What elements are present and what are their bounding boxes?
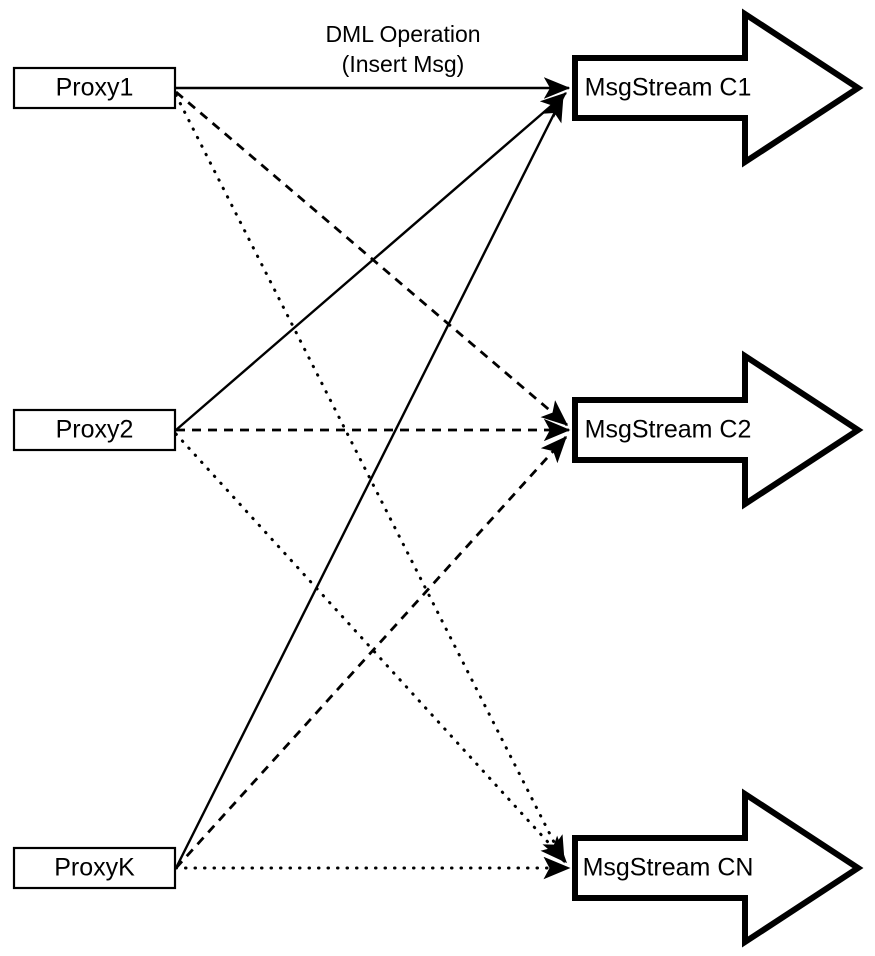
edges-layer xyxy=(174,77,571,880)
node-proxy2[interactable]: Proxy2 xyxy=(12,408,177,452)
target-nodes-layer: MsgStream C1 MsgStream C2 MsgStream CN xyxy=(572,8,864,948)
node-proxy1[interactable]: Proxy1 xyxy=(12,66,177,110)
node-c2-arrow-shape xyxy=(572,350,864,510)
node-proxyk-label: ProxyK xyxy=(54,854,135,882)
node-proxyk[interactable]: ProxyK xyxy=(12,846,177,890)
node-proxyk-box xyxy=(12,846,177,890)
edge-label-dml-operation: DML Operation (Insert Msg) xyxy=(325,21,480,77)
edge-proxy1-to-c2 xyxy=(175,90,569,427)
edge-label-line-1: DML Operation xyxy=(325,21,480,47)
node-c1-label: MsgStream C1 xyxy=(585,74,752,102)
node-proxy2-box xyxy=(12,408,177,452)
node-cn-arrow-shape xyxy=(572,788,864,948)
node-c1[interactable]: MsgStream C1 xyxy=(572,8,864,168)
node-proxy1-label: Proxy1 xyxy=(56,74,134,102)
edge-proxy2-to-cn xyxy=(174,432,568,864)
node-proxy2-label: Proxy2 xyxy=(56,416,134,444)
edge-label-line-2: (Insert Msg) xyxy=(342,51,465,77)
edge-proxyk-to-c2 xyxy=(174,435,568,869)
edge-proxy2-to-c1 xyxy=(175,92,567,431)
node-proxy1-box xyxy=(12,66,177,110)
edge-proxyk-to-c1 xyxy=(174,94,565,869)
edge-proxy1-to-cn xyxy=(174,93,566,864)
node-c2[interactable]: MsgStream C2 xyxy=(572,350,864,510)
node-cn[interactable]: MsgStream CN xyxy=(572,788,864,948)
node-c2-label: MsgStream C2 xyxy=(585,416,752,444)
node-cn-label: MsgStream CN xyxy=(583,854,754,882)
node-c1-arrow-shape xyxy=(572,8,864,168)
